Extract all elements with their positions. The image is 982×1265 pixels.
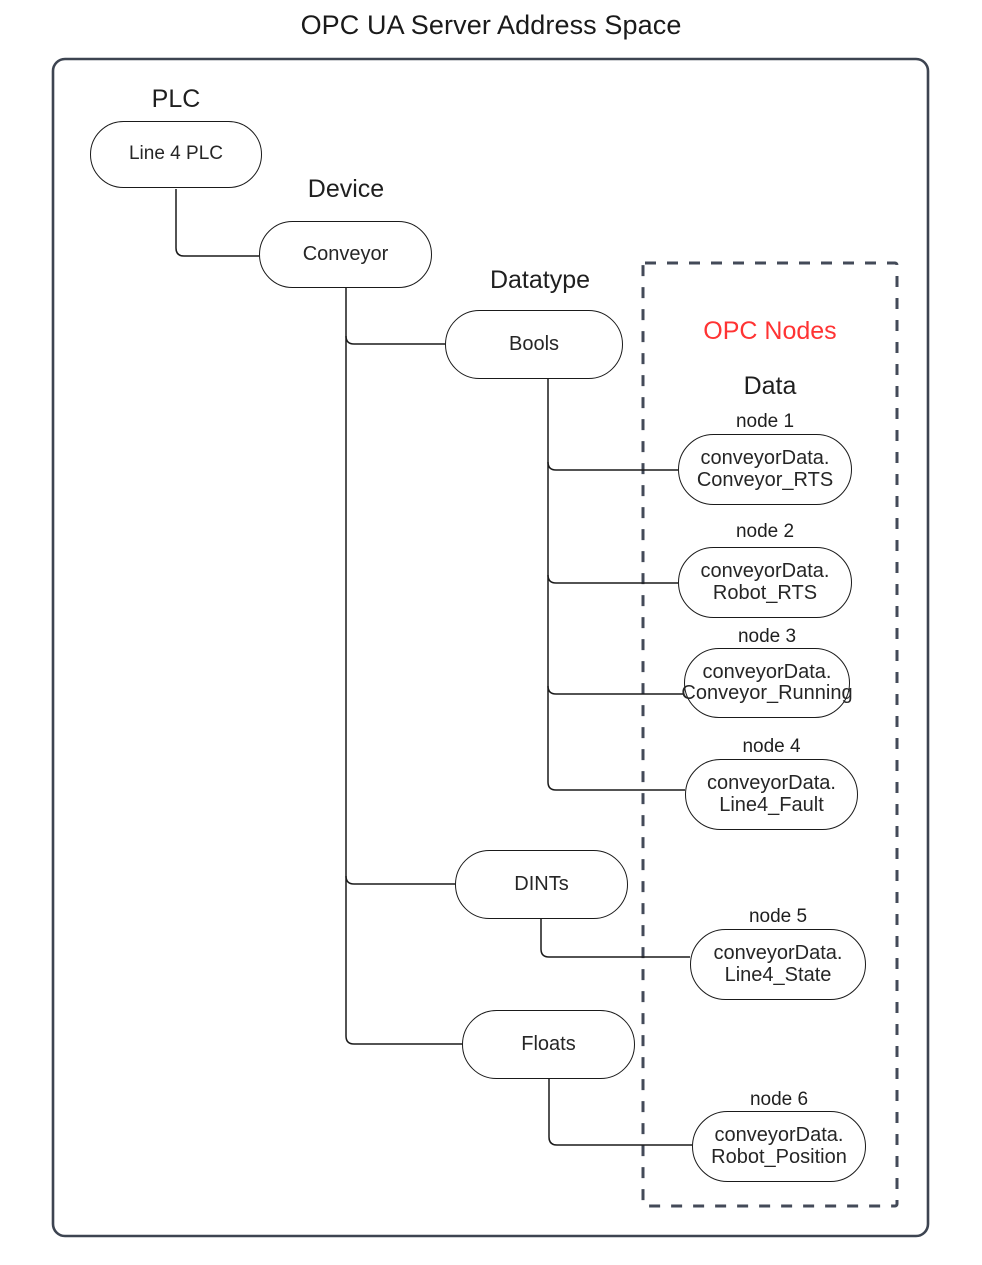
- node-floats[interactable]: Floats: [462, 1010, 635, 1079]
- node-floats-label: Floats: [521, 1032, 576, 1055]
- edge-conveyor-to-bools: [345, 335, 445, 345]
- node-bools[interactable]: Bools: [445, 310, 623, 379]
- opc-node-4-line2: Line4_Fault: [719, 793, 824, 816]
- edge-dints-to-node5: [540, 919, 690, 958]
- opc-node-4[interactable]: conveyorData.Line4_Fault: [685, 759, 858, 830]
- opc-node-2-line2: Robot_RTS: [712, 581, 818, 604]
- node-line4-plc[interactable]: Line 4 PLC: [90, 121, 262, 188]
- opc-node-4-line1: conveyorData.: [707, 772, 836, 795]
- opc-node-5-line1: conveyorData.: [713, 942, 843, 965]
- node-dints[interactable]: DINTs: [455, 850, 628, 919]
- node-dints-label: DINTs: [514, 872, 569, 895]
- node-3-caption: node 3: [737, 626, 797, 647]
- opc-node-6-line2: Robot_Position: [711, 1145, 847, 1168]
- group-label-device: Device: [307, 175, 385, 203]
- edge-bools-trunk: [547, 379, 685, 791]
- opc-node-1-line2: Conveyor_RTS: [696, 468, 834, 491]
- opc-node-6-text: conveyorData.Robot_Position: [711, 1125, 847, 1167]
- opc-node-2-text: conveyorData.Robot_RTS: [701, 561, 830, 603]
- edge-plc-to-conveyor: [175, 189, 259, 257]
- node-1-caption: node 1: [735, 411, 795, 432]
- opc-node-5-text: conveyorData.Line4_State: [714, 943, 843, 985]
- edge-bools-to-node3: [547, 685, 684, 695]
- opc-node-3-line1: conveyorData.: [702, 660, 832, 683]
- opc-node-4-text: conveyorData.Line4_Fault: [707, 773, 836, 815]
- opc-node-1[interactable]: conveyorData.Conveyor_RTS: [678, 434, 852, 505]
- opc-node-3-line2: Conveyor_Running: [681, 682, 853, 704]
- edge-floats-to-node6: [548, 1079, 692, 1146]
- edge-conveyor-trunk: [345, 288, 462, 1045]
- opc-node-5[interactable]: conveyorData.Line4_State: [690, 929, 866, 1000]
- opc-node-1-text: conveyorData.Conveyor_RTS: [697, 448, 833, 490]
- opc-nodes-subheading: Data: [743, 372, 797, 400]
- node-5-caption: node 5: [748, 906, 808, 927]
- node-conveyor-label: Conveyor: [302, 242, 389, 265]
- opc-node-2[interactable]: conveyorData.Robot_RTS: [678, 547, 852, 618]
- group-label-datatype: Datatype: [489, 266, 591, 294]
- edge-bools-to-node1: [547, 461, 678, 471]
- group-label-plc: PLC: [151, 85, 201, 113]
- opc-node-6-line1: conveyorData.: [714, 1124, 844, 1147]
- edge-conveyor-to-dints: [345, 875, 455, 885]
- node-6-caption: node 6: [749, 1089, 809, 1110]
- opc-node-6[interactable]: conveyorData.Robot_Position: [692, 1111, 866, 1182]
- opc-node-5-line2: Line4_State: [724, 963, 832, 986]
- edge-bools-to-node2: [547, 574, 678, 584]
- node-bools-label: Bools: [508, 332, 560, 355]
- opc-node-1-line1: conveyorData.: [700, 447, 830, 470]
- node-2-caption: node 2: [735, 521, 795, 542]
- opc-nodes-dashed-border: [641, 261, 899, 1208]
- node-conveyor[interactable]: Conveyor: [259, 221, 432, 288]
- opc-nodes-heading: OPC Nodes: [703, 317, 837, 345]
- node-line4-plc-label: Line 4 PLC: [128, 143, 223, 165]
- opc-node-3[interactable]: conveyorData.Conveyor_Running: [681, 648, 853, 718]
- page-title: OPC UA Server Address Space: [300, 10, 682, 40]
- opc-node-2-line1: conveyorData.: [700, 560, 830, 583]
- opc-node-3-text: conveyorData.Conveyor_Running: [681, 660, 853, 704]
- node-4-caption: node 4: [742, 736, 801, 757]
